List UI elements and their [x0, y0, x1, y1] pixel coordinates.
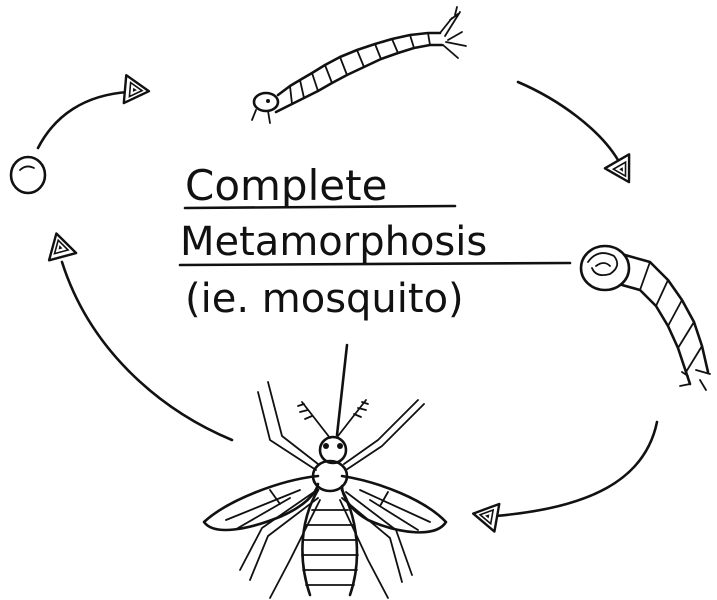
title-line-1: Complete	[185, 161, 387, 210]
title-line-2: Metamorphosis	[180, 219, 487, 265]
title-line-3: (ie. mosquito)	[185, 276, 464, 322]
arrow-pupa-to-adult	[471, 422, 657, 532]
larva-icon	[252, 7, 466, 123]
arrow-larva-to-pupa	[518, 82, 641, 189]
egg-icon	[11, 157, 45, 193]
diagram-title: Complete Metamorphosis (ie. mosquito)	[180, 161, 570, 322]
adult-mosquito-icon	[204, 345, 446, 598]
arrow-egg-to-larva	[38, 75, 150, 148]
pupa-icon	[581, 246, 710, 390]
